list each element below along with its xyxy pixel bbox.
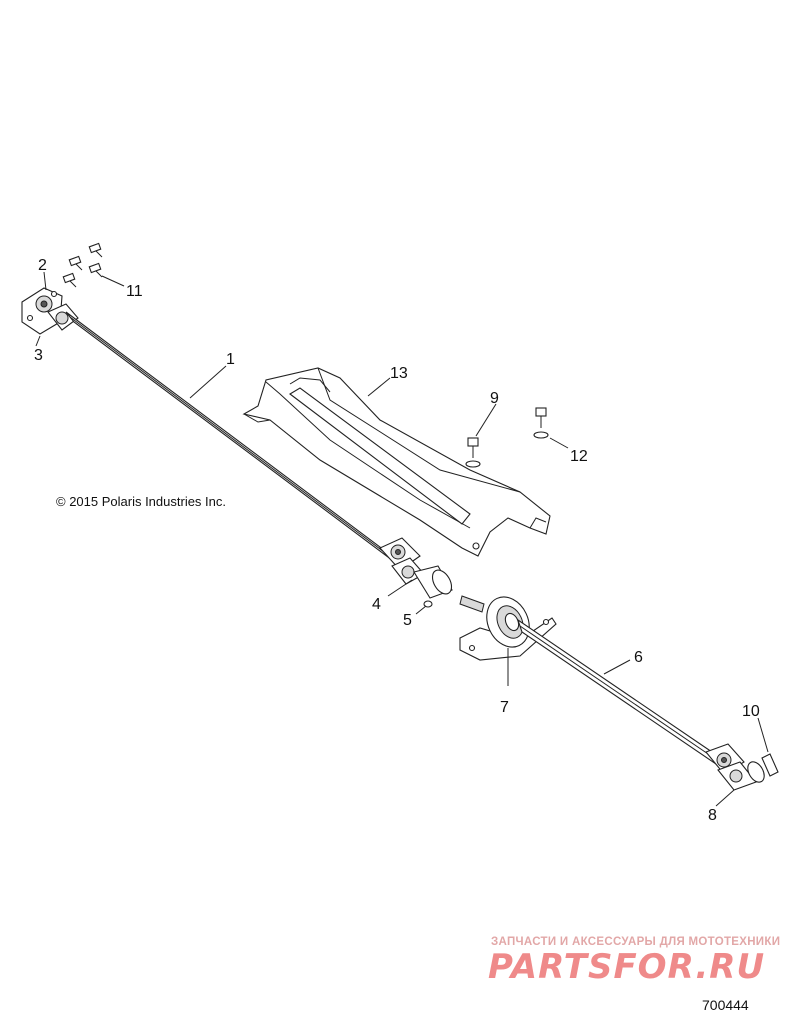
rear-prop-shaft (516, 618, 718, 766)
center-bearing (459, 595, 557, 661)
callout-9: 9 (490, 390, 499, 407)
watermark-logo: PARTSFOR.RU (488, 947, 765, 987)
watermark: ЗАПЧАСТИ И АКСЕССУАРЫ ДЛЯ МОТОТЕХНИКИ PA… (488, 936, 780, 987)
front-flange-yoke (21, 287, 79, 335)
callout-7: 7 (500, 699, 509, 716)
center-u-joint (379, 537, 453, 599)
callout-8: 8 (708, 807, 717, 824)
callout-10: 10 (742, 703, 760, 720)
driveshaft-guard (242, 367, 551, 557)
bolt (88, 242, 103, 258)
watermark-tagline: ЗАПЧАСТИ И АКСЕССУАРЫ ДЛЯ МОТОТЕХНИКИ (491, 936, 780, 948)
callout-6: 6 (634, 649, 643, 666)
bolt-with-washer-2 (533, 407, 549, 439)
callout-4: 4 (372, 596, 381, 613)
rear-u-joint (705, 743, 765, 791)
callout-12: 12 (570, 448, 588, 465)
bolt (68, 255, 83, 271)
bolt-with-washer (465, 437, 481, 468)
bolt (62, 272, 77, 288)
diagram-number: 700444 (702, 997, 749, 1013)
callout-2: 2 (38, 257, 47, 274)
callout-13: 13 (390, 365, 408, 382)
leader-lines (35, 271, 769, 807)
callouts: 1 2 3 4 5 6 7 8 9 10 11 12 13 (34, 257, 760, 824)
retaining-ring (423, 600, 433, 608)
callout-5: 5 (403, 612, 412, 629)
roll-pin (761, 753, 779, 777)
copyright-notice: © 2015 Polaris Industries Inc. (56, 494, 226, 509)
callout-1: 1 (226, 351, 235, 368)
callout-11: 11 (126, 283, 143, 300)
bolt-set (62, 242, 103, 288)
bolt (88, 262, 103, 278)
callout-3: 3 (34, 347, 43, 364)
